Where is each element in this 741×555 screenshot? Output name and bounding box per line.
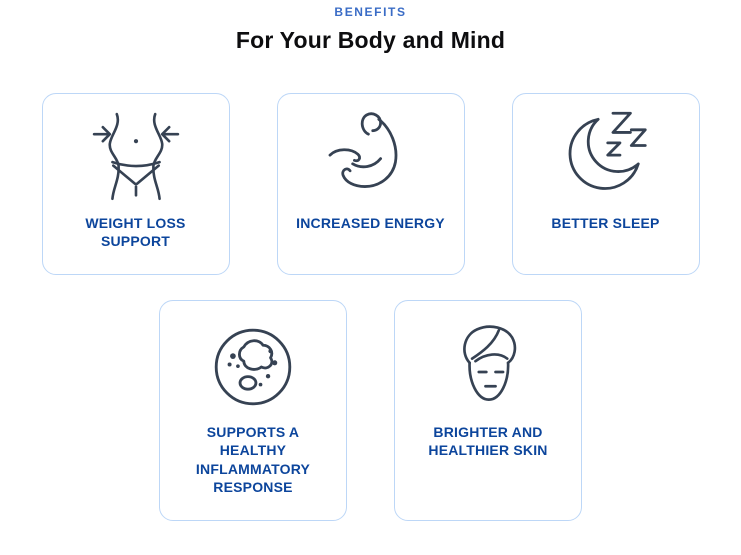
- benefits-row-bottom: SUPPORTS A HEALTHY INFLAMMATORY RESPONSE…: [0, 300, 741, 521]
- benefit-card-inflammatory-response: SUPPORTS A HEALTHY INFLAMMATORY RESPONSE: [159, 300, 347, 521]
- cell-icon: [207, 319, 299, 415]
- benefit-label: BETTER SLEEP: [551, 215, 660, 231]
- benefit-label: WEIGHT LOSS SUPPORT: [85, 215, 186, 250]
- benefit-card-brighter-skin: BRIGHTER AND HEALTHIER SKIN: [394, 300, 582, 521]
- waist-slimming-icon: [88, 106, 184, 206]
- section-eyebrow: BENEFITS: [334, 5, 407, 19]
- benefit-label: SUPPORTS A HEALTHY INFLAMMATORY RESPONSE: [195, 424, 311, 496]
- benefit-label: INCREASED ENERGY: [296, 215, 445, 231]
- benefit-card-weight-loss-support: WEIGHT LOSS SUPPORT: [41, 93, 230, 275]
- crescent-moon-zzz-icon: [558, 106, 654, 206]
- section-title: For Your Body and Mind: [235, 27, 506, 53]
- flexed-bicep-icon: [323, 106, 419, 206]
- benefit-card-increased-energy: INCREASED ENERGY: [276, 93, 465, 275]
- benefits-row-top: WEIGHT LOSS SUPPORT INCREASED ENERGY: [0, 93, 741, 275]
- face-spa-towel-icon: [442, 319, 534, 415]
- benefit-label: BRIGHTER AND HEALTHIER SKIN: [428, 424, 548, 459]
- benefit-card-better-sleep: BETTER SLEEP: [511, 93, 700, 275]
